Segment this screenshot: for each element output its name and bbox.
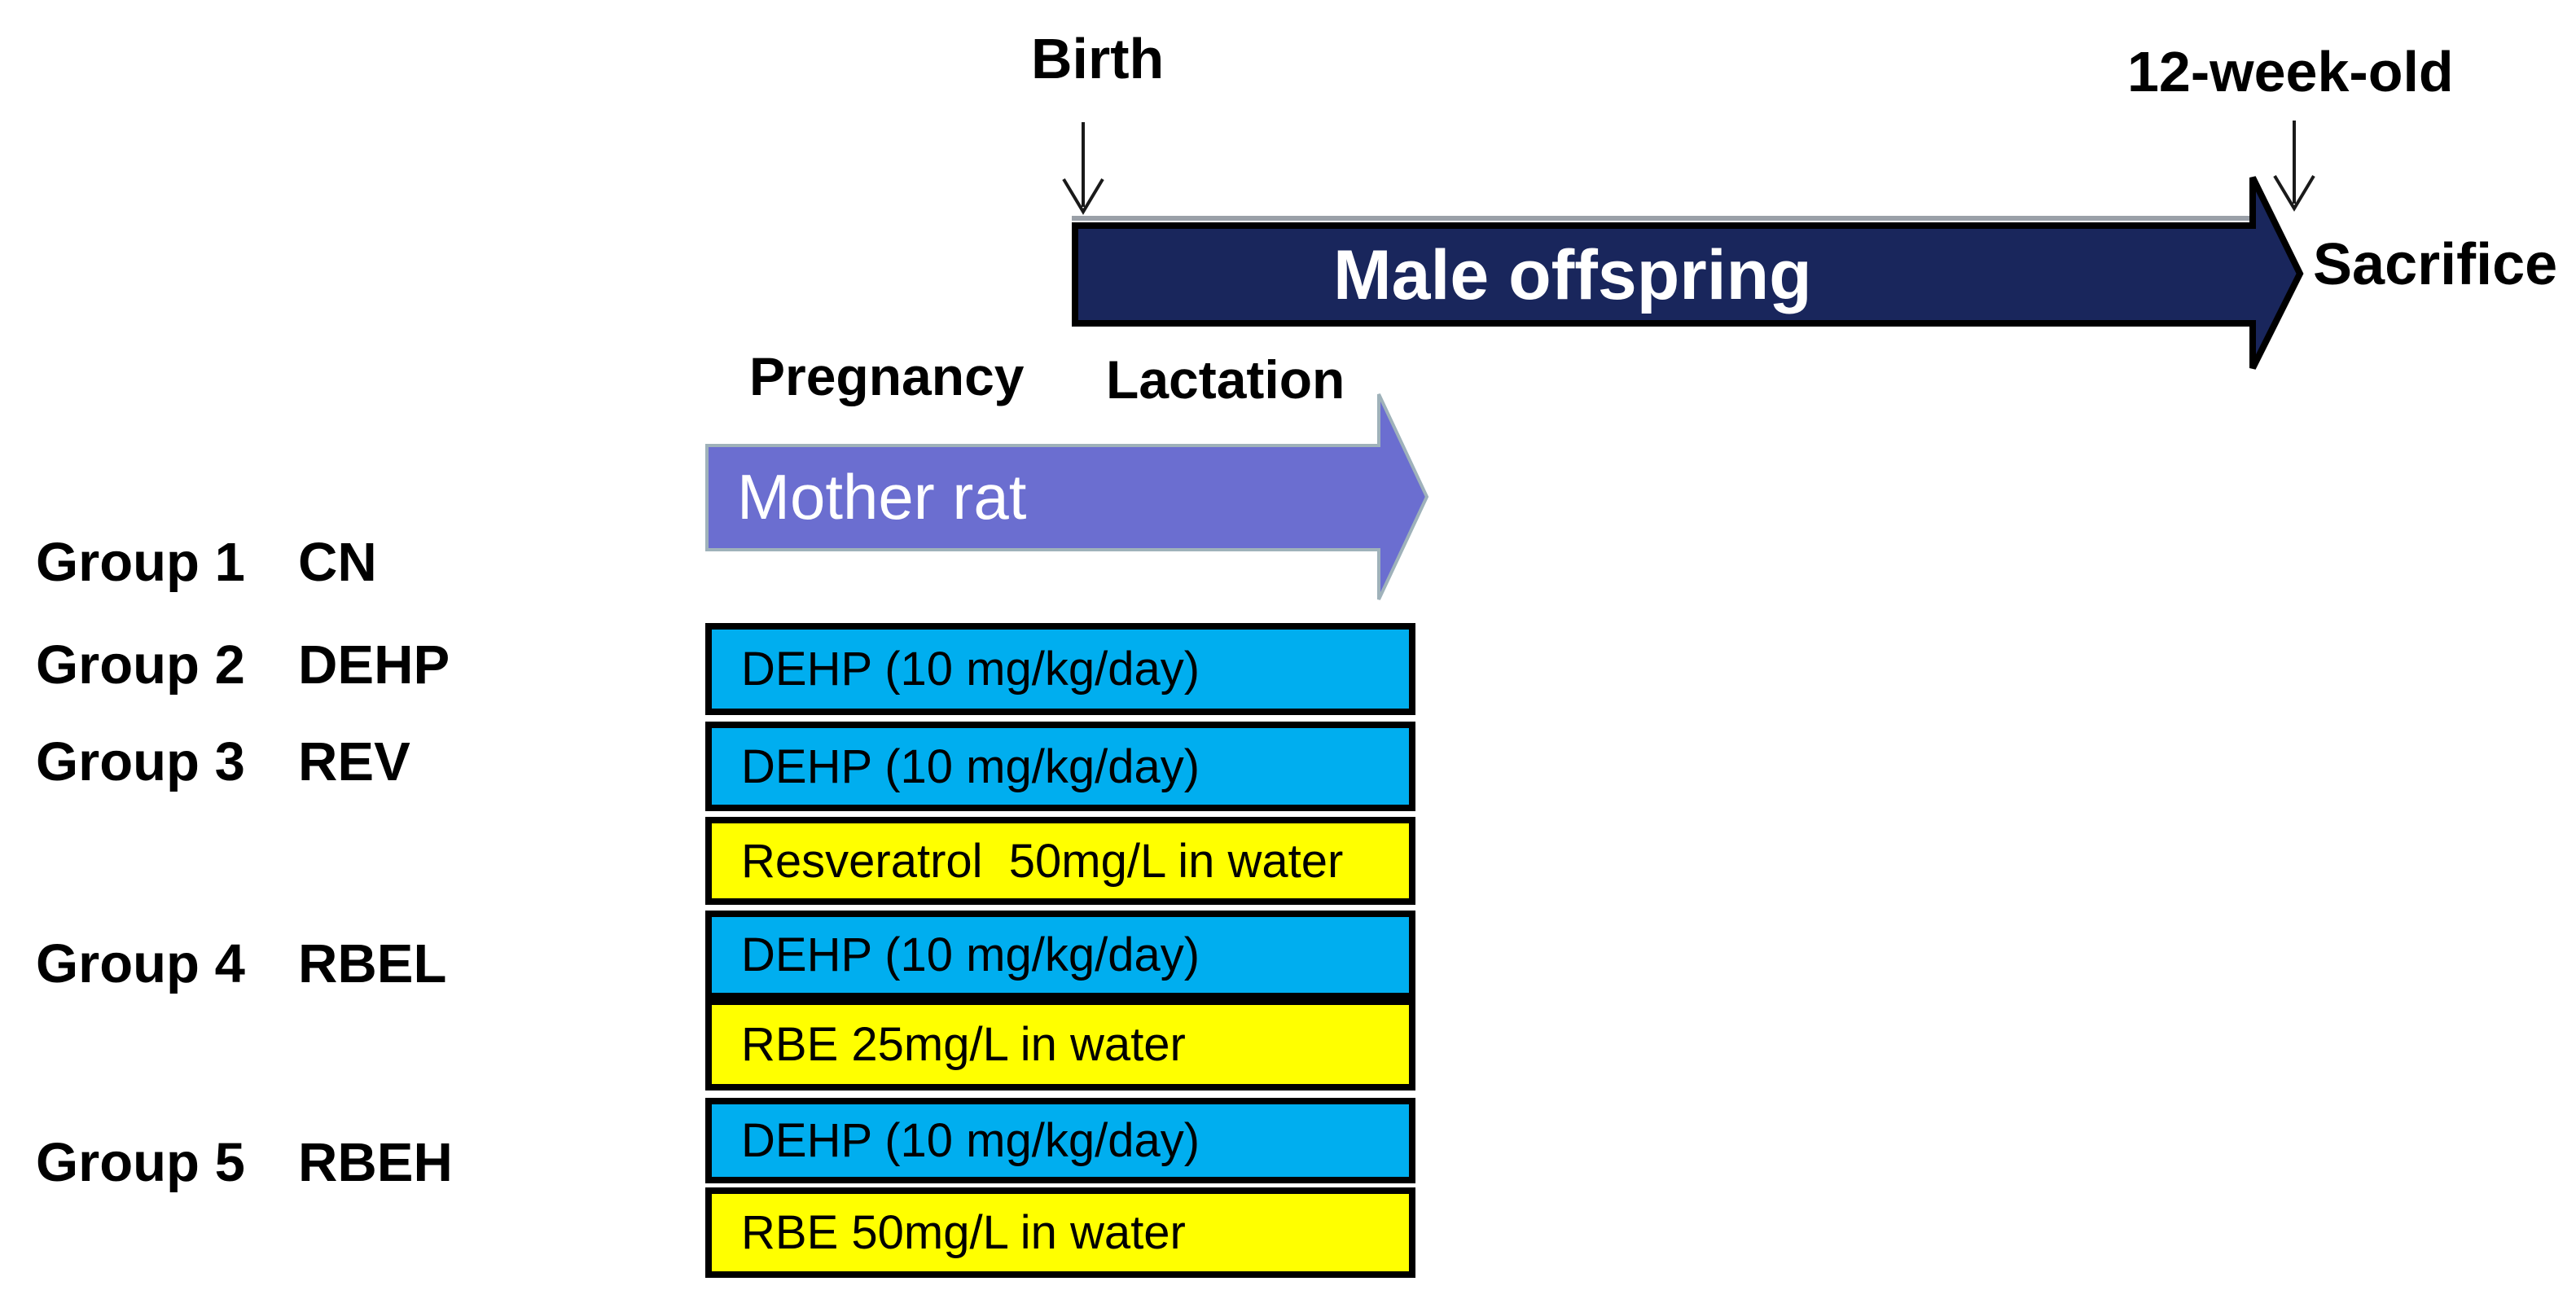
- treatment-box-label: DEHP (10 mg/kg/day): [741, 739, 1200, 793]
- treatment-box: RBE 50mg/L in water: [705, 1187, 1415, 1278]
- group-row: Group 4 RBEL: [36, 931, 606, 996]
- treatment-box-label: Resveratrol 50mg/L in water: [741, 834, 1344, 888]
- birth-down-arrow-icon: [1062, 122, 1104, 215]
- treatment-box: Resveratrol 50mg/L in water: [705, 817, 1415, 905]
- treatment-box: DEHP (10 mg/kg/day): [705, 1098, 1415, 1183]
- group-row: Group 5 RBEH: [36, 1130, 606, 1195]
- group-name: Group 3: [36, 731, 245, 792]
- treatment-box-label: DEHP (10 mg/kg/day): [741, 643, 1200, 696]
- group-abbr: RBEH: [298, 1131, 453, 1193]
- mother-rat-arrow: [705, 393, 1429, 600]
- male-offspring-label: Male offspring: [1333, 235, 1812, 314]
- group-row: Group 3 REV: [36, 729, 606, 794]
- male-offspring-arrow: [1072, 176, 2304, 370]
- birth-label: Birth: [1031, 27, 1165, 90]
- group-name: Group 5: [36, 1131, 245, 1193]
- group-row: Group 1 CN: [36, 529, 606, 595]
- group-abbr: RBEL: [298, 933, 447, 994]
- group-abbr: REV: [298, 731, 410, 792]
- treatment-box-label: DEHP (10 mg/kg/day): [741, 928, 1200, 981]
- twelve-week-down-arrow-icon: [2273, 121, 2315, 212]
- mother-rat-label: Mother rat: [737, 460, 1027, 533]
- group-abbr: CN: [298, 531, 377, 593]
- group-name: Group 4: [36, 933, 245, 994]
- group-row: Group 2 DEHP: [36, 632, 606, 697]
- treatment-box: DEHP (10 mg/kg/day): [705, 722, 1415, 811]
- lactation-label: Lactation: [1106, 349, 1345, 410]
- group-abbr: DEHP: [298, 634, 450, 696]
- treatment-box: RBE 25mg/L in water: [705, 998, 1415, 1091]
- treatment-box-label: RBE 25mg/L in water: [741, 1018, 1186, 1071]
- treatment-box-label: RBE 50mg/L in water: [741, 1206, 1186, 1259]
- group-name: Group 1: [36, 531, 245, 593]
- sacrifice-label: Sacrifice: [2313, 232, 2558, 297]
- treatment-box: DEHP (10 mg/kg/day): [705, 623, 1415, 715]
- twelve-week-label: 12-week-old: [2127, 40, 2454, 103]
- treatment-box: DEHP (10 mg/kg/day): [705, 911, 1415, 999]
- group-name: Group 2: [36, 634, 245, 696]
- pregnancy-label: Pregnancy: [749, 346, 1025, 406]
- treatment-box-label: DEHP (10 mg/kg/day): [741, 1114, 1200, 1167]
